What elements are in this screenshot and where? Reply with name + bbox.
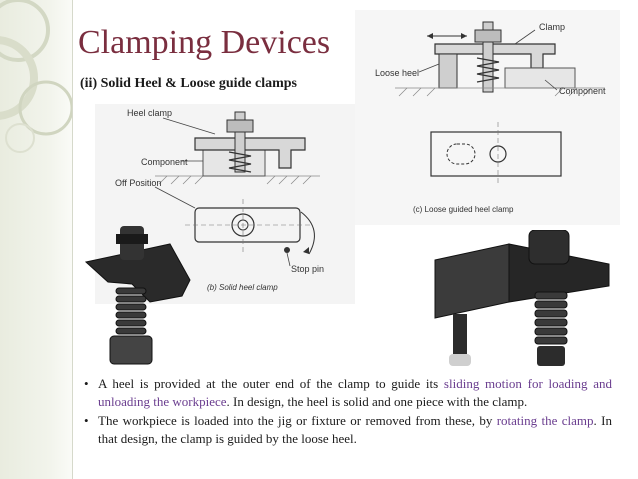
loose-guided-heel-clamp-photo	[425, 230, 615, 370]
decorative-rings-graphic	[0, 0, 74, 153]
decorative-side-band	[0, 0, 74, 479]
label-loose-heel: Loose heel	[375, 68, 419, 78]
label-component: Component	[141, 157, 188, 167]
loose-guided-heel-clamp-diagram: Clamp Loose heel Component (c) Loose gui…	[355, 10, 620, 225]
caption-solid-heel-clamp: (b) Solid heel clamp	[207, 283, 278, 292]
bullet-item: • A heel is provided at the outer end of …	[82, 375, 612, 410]
bullet-text: . In design, the heel is solid and one p…	[226, 393, 528, 409]
bullet-text: The workpiece is loaded into the jig or …	[98, 413, 497, 429]
bullet-text: . In that design, the clamp is guided by…	[98, 413, 612, 446]
bullet-text: A heel is provided at the outer end of t…	[98, 376, 444, 391]
label-component: Component	[559, 86, 606, 96]
label-heel-clamp: Heel clamp	[127, 108, 172, 118]
bullet-highlight: sliding motion for loading and unloading…	[98, 376, 612, 409]
label-off-position: Off Position	[115, 178, 161, 188]
label-stop-pin: Stop pin	[291, 264, 324, 274]
bullet-marker: •	[84, 376, 89, 391]
label-clamp: Clamp	[539, 22, 565, 32]
bullet-list: • A heel is provided at the outer end of …	[82, 375, 612, 447]
slide-subtitle: (ii) Solid Heel & Loose guide clamps	[80, 76, 297, 91]
bullet-marker: •	[84, 413, 89, 429]
side-band-divider	[72, 0, 73, 479]
bullet-highlight: rotating the clamp	[496, 413, 594, 429]
bullet-item: • The workpiece is loaded into the jig or…	[82, 412, 612, 447]
caption-loose-guided-heel-clamp: (c) Loose guided heel clamp	[413, 205, 514, 214]
page-title: Clamping Devices	[78, 24, 331, 61]
solid-heel-clamp-photo	[72, 222, 192, 370]
